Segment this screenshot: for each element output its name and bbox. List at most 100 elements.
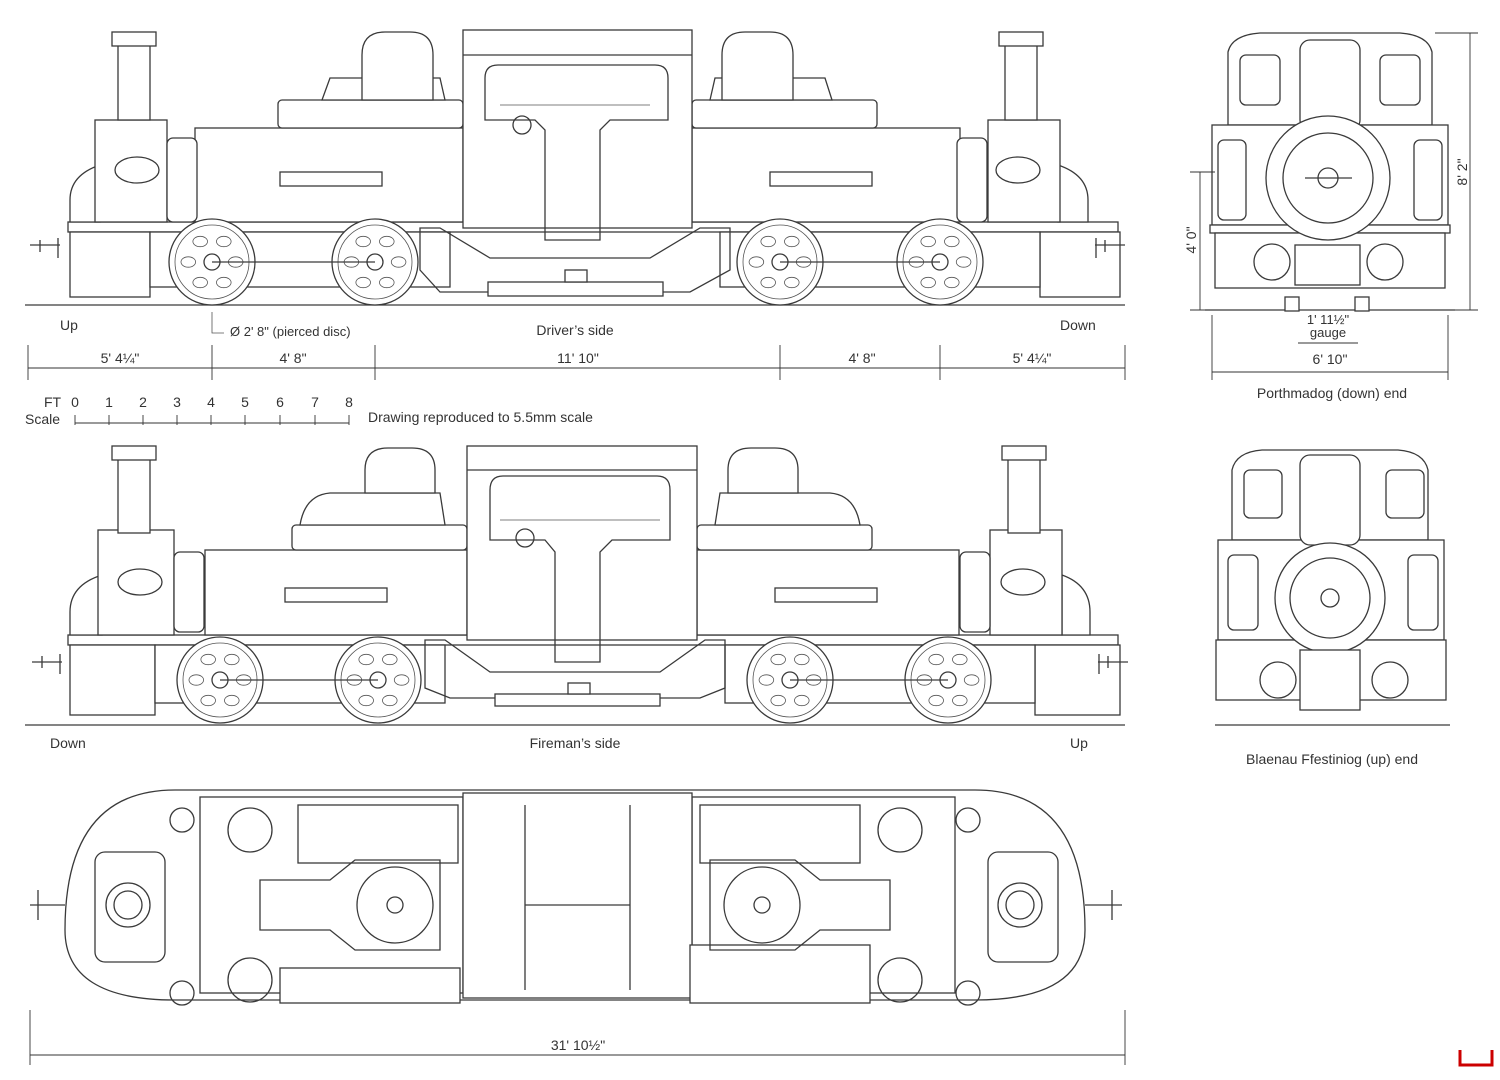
plan-tank-left: [297, 804, 459, 864]
scale-note: Drawing reproduced to 5.5mm scale: [368, 409, 593, 425]
coupler-left: [30, 238, 60, 258]
up-end-sandbox-left: [1227, 554, 1259, 631]
wheel-piercing: [192, 276, 208, 289]
plan-boiler-right: [709, 859, 891, 951]
plan-chimney-right: [997, 882, 1043, 928]
wheel-piercing: [180, 256, 197, 268]
dimension-label: 11' 10": [557, 350, 599, 366]
scale-tick-label: 2: [139, 394, 147, 410]
wheel-piercing: [188, 674, 205, 686]
plan-lamp: [169, 807, 195, 833]
smokebox-front-right: [1061, 574, 1091, 636]
chimney-left: [117, 44, 151, 121]
end-sandbox-left: [1217, 139, 1247, 221]
up-end-buffer-right: [1371, 661, 1409, 699]
sandbox-right: [956, 137, 988, 223]
centre-frame: [419, 227, 731, 293]
boiler-left: [277, 99, 464, 129]
corner-mark: [1458, 1050, 1494, 1067]
wheel-piercing: [920, 235, 936, 248]
centre-frame: [424, 639, 726, 699]
wheel-piercing: [379, 276, 395, 289]
centre-step: [494, 693, 661, 707]
smokebox-left: [97, 529, 175, 636]
centre-plate: [567, 682, 591, 695]
smokebox-plate-left: [117, 568, 163, 596]
up-end-elevation: Blaenau Ffestiniog (up) end: [1215, 449, 1450, 767]
wheel-piercing: [224, 653, 240, 666]
wheel-piercing: [920, 276, 936, 289]
boiler-right: [696, 524, 873, 551]
drivers-side-title: Driver’s side: [536, 322, 613, 338]
plan-dome-right-centre: [753, 896, 771, 914]
down-end-caption: Porthmadog (down) end: [1257, 385, 1407, 401]
scale-tick-label: 5: [241, 394, 249, 410]
sandbox-left: [173, 551, 205, 633]
end-rail-left: [1284, 296, 1300, 312]
dimension-label: 4' 8": [848, 350, 875, 366]
wheel-piercing: [355, 276, 371, 289]
wheel-piercing: [358, 694, 374, 707]
smokebox-left: [94, 119, 168, 223]
wheel-piercing: [224, 694, 240, 707]
nameplate-left: [279, 171, 383, 187]
plan-dome-left-centre: [386, 896, 404, 914]
plan-lamp: [169, 980, 195, 1006]
wheel-piercing: [944, 276, 960, 289]
plan-hatch: [877, 807, 923, 853]
drivers-side-dimension-row: 5' 4¼" 4' 8" 11' 10" 4' 8" 5' 4¼": [27, 345, 1126, 380]
dome-right: [727, 447, 799, 494]
plan-tank-right: [699, 804, 861, 864]
wheel-piercing: [794, 653, 810, 666]
saddle-left: [299, 492, 446, 526]
smokebox-right: [987, 119, 1061, 223]
smokebox-plate-right: [995, 156, 1041, 184]
up-end-window-left: [1243, 469, 1283, 519]
end-platform-height-label: 4' 0": [1183, 226, 1199, 253]
up-end-sandbox-right: [1407, 554, 1439, 631]
dimension-label: 5' 4¼": [101, 350, 140, 366]
bogie-frame-right: [1034, 644, 1121, 716]
end-gauge-word: gauge: [1310, 325, 1346, 340]
scale-tick-label: 1: [105, 394, 113, 410]
up-end-chimney: [1299, 454, 1361, 546]
boiler-right: [691, 99, 878, 129]
wheel-piercing: [355, 235, 371, 248]
wheel-piercing: [928, 653, 944, 666]
end-rail-right: [1354, 296, 1370, 312]
smokebox-plate-left: [114, 156, 160, 184]
boiler-left: [291, 524, 468, 551]
end-smokebox-door: [1282, 132, 1374, 224]
wheel-piercing: [200, 694, 216, 707]
firemans-side-left-end: Down: [50, 735, 86, 751]
wheel-piercing: [952, 694, 968, 707]
wheel-piercing: [216, 235, 232, 248]
wheel-piercing: [760, 235, 776, 248]
end-buffer-left: [1253, 243, 1291, 281]
scale-tick-label: 3: [173, 394, 181, 410]
nameplate-right: [769, 171, 873, 187]
scale-ft-label: FT: [44, 394, 62, 410]
wheel-piercing: [794, 694, 810, 707]
down-end-dimensions: 8' 2" 4' 0" 1' 11½" gauge 6' 10" Porthma…: [1183, 32, 1478, 401]
scale-bar: FT Scale 0 1 2 3 4 5 6 7 8 Drawing repro…: [25, 394, 593, 427]
up-end-caption: Blaenau Ffestiniog (up) end: [1246, 751, 1418, 767]
centre-step: [487, 281, 664, 297]
nameplate-left: [284, 587, 388, 603]
down-end-elevation: [1205, 32, 1455, 312]
sandbox-left: [166, 137, 198, 223]
chimney-left: [117, 457, 151, 534]
end-width-label: 6' 10": [1313, 351, 1348, 367]
smokebox-right: [989, 529, 1063, 636]
cab-wheel: [512, 115, 532, 135]
saddle-right: [714, 492, 861, 526]
plan-tank-right-lower: [689, 944, 871, 1004]
dome-right: [721, 31, 794, 101]
wheel-piercing: [390, 256, 407, 268]
drivers-side-elevation: [25, 29, 1125, 306]
end-height-label: 8' 2": [1454, 158, 1470, 185]
chimney-cap-right: [998, 31, 1044, 47]
plan-smokebox-left: [94, 851, 166, 963]
wheel-piercing: [393, 674, 410, 686]
coupler-right: [1095, 238, 1125, 258]
